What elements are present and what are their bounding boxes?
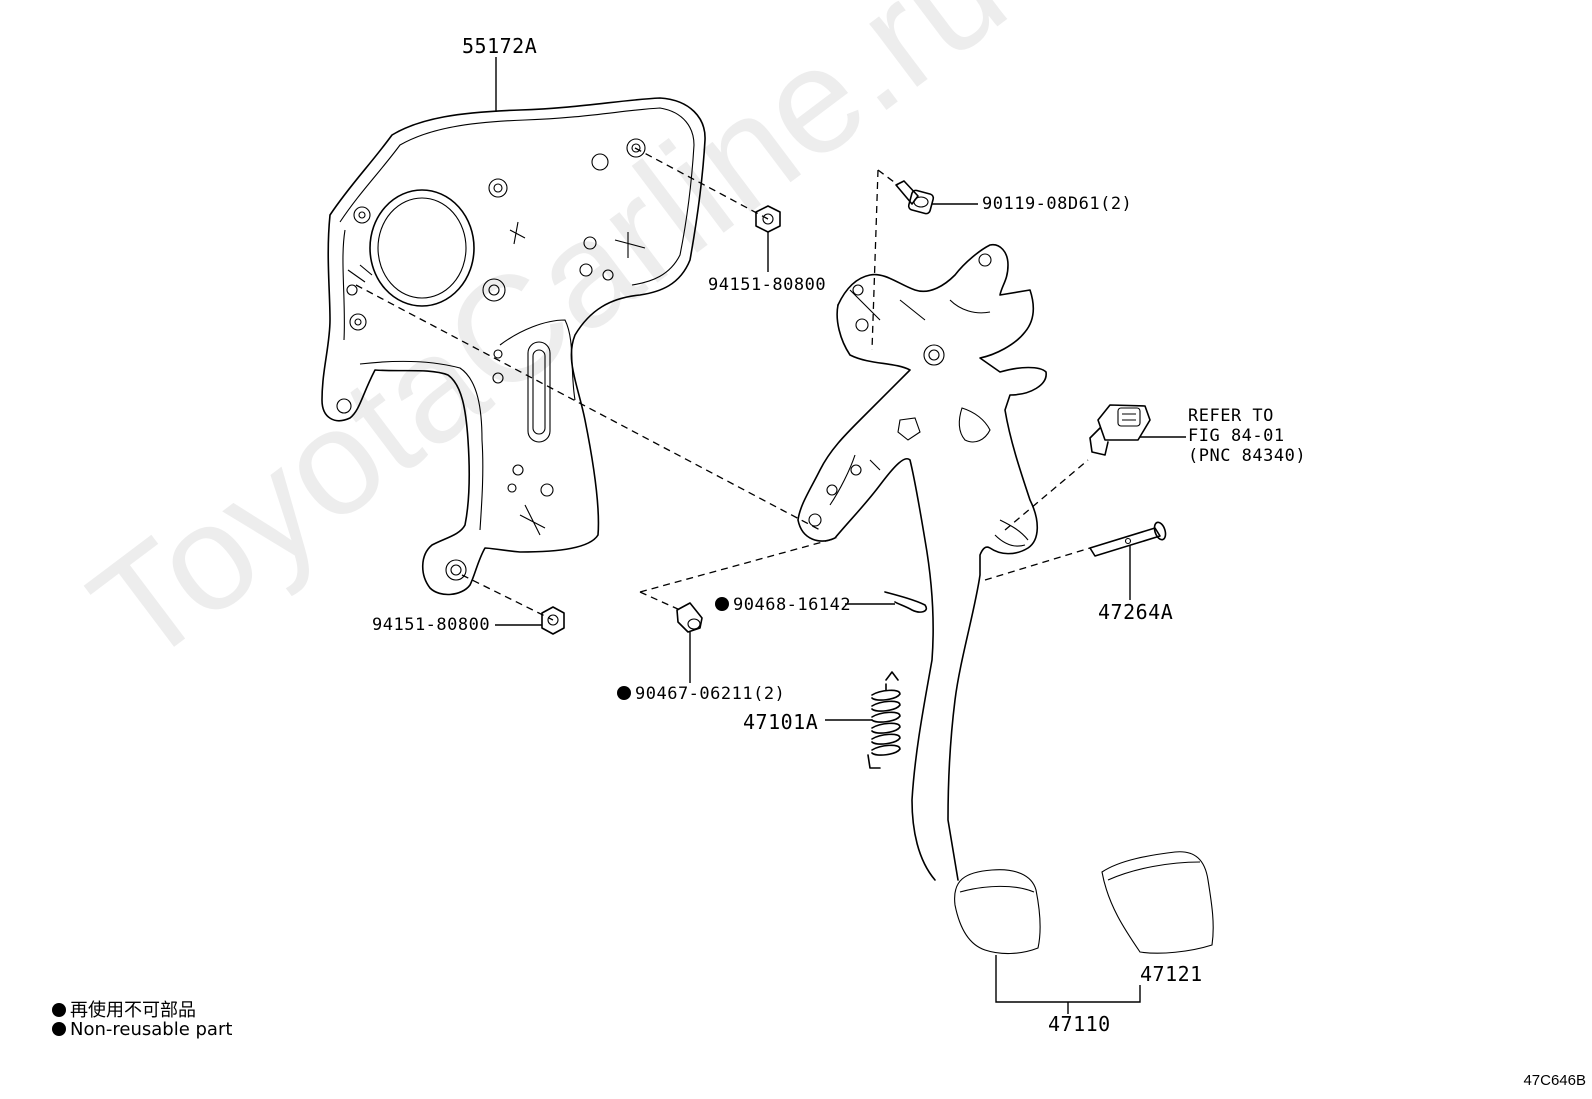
label-47110: 47110: [1048, 1012, 1111, 1036]
label-47121: 47121: [1140, 962, 1203, 986]
refer-line-3: (PNC 84340): [1188, 446, 1307, 466]
fasteners-drawing: [541, 180, 1167, 769]
legend-en-text: Non-reusable part: [70, 1019, 233, 1040]
legend-dot-icon: [52, 1022, 66, 1036]
label-90119-08D61: 90119-08D61(2): [982, 194, 1133, 214]
refer-line-1: REFER TO: [1188, 406, 1274, 426]
assembly-lines: [355, 147, 1091, 621]
refer-note: REFER TO FIG 84-01 (PNC 84340): [1188, 406, 1306, 466]
label-90467-06211: 90467-06211(2): [617, 684, 785, 704]
legend-jp-text: 再使用不可部品: [70, 1000, 196, 1021]
label-90467-06211-text: 90467-06211(2): [635, 684, 786, 704]
non-reusable-dot-icon: [715, 597, 729, 611]
refer-line-2: FIG 84-01: [1188, 426, 1285, 446]
legend-dot-icon: [52, 1003, 66, 1017]
label-90468-16142: 90468-16142: [715, 595, 851, 615]
leader-lines: [495, 57, 1186, 1014]
label-94151-80800-lower: 94151-80800: [372, 615, 491, 635]
bracket-drawing: [321, 97, 706, 596]
spring-drawing: [867, 671, 901, 769]
non-reusable-dot-icon: [617, 686, 631, 700]
label-47264A: 47264A: [1098, 600, 1174, 624]
label-90468-16142-text: 90468-16142: [733, 595, 852, 615]
legend-jp: 再使用不可部品: [52, 996, 196, 1022]
label-55172A: 55172A: [462, 34, 538, 58]
label-47101A: 47101A: [743, 710, 819, 734]
label-94151-80800-upper: 94151-80800: [708, 275, 827, 295]
pedal-drawing: [797, 243, 1214, 955]
figure-code: 47C646B: [1523, 1072, 1586, 1089]
legend-en: Non-reusable part: [52, 1019, 232, 1040]
